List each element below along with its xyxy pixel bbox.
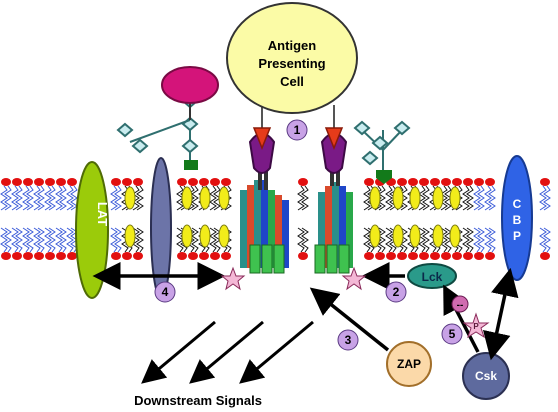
phosphate-star-left bbox=[220, 266, 246, 291]
step-1-badge: 1 bbox=[286, 119, 308, 141]
lat-label: LAT bbox=[95, 202, 110, 226]
phosphate-label: P bbox=[473, 322, 479, 331]
apc-label-line2: Presenting bbox=[258, 56, 325, 71]
downstream-arrow-2 bbox=[189, 320, 264, 384]
step-5-label: 5 bbox=[449, 327, 456, 341]
phosphate-star-csk bbox=[462, 312, 490, 339]
lat-molecule bbox=[75, 161, 109, 299]
lck-molecule bbox=[407, 263, 457, 289]
downstream-arrow-1 bbox=[141, 320, 216, 384]
cbp-letter-p: P bbox=[513, 229, 521, 243]
step-3-label: 3 bbox=[345, 333, 352, 347]
step-4-label: 4 bbox=[162, 285, 169, 299]
zap-label: ZAP bbox=[397, 357, 421, 371]
apc-label-line3: Cell bbox=[280, 74, 304, 89]
step-1-label: 1 bbox=[294, 123, 301, 137]
mhc-peptide-right bbox=[324, 127, 344, 151]
mhc-peptide-left bbox=[252, 127, 272, 151]
step-4-badge: 4 bbox=[154, 281, 176, 303]
cholesterol-molecules bbox=[124, 186, 461, 248]
step-2-badge: 2 bbox=[385, 281, 407, 303]
downstream-signals-label: Downstream Signals bbox=[134, 393, 262, 408]
arrow-cbp-csk bbox=[482, 267, 519, 361]
magenta-surface-protein bbox=[161, 66, 219, 104]
cbp-letter-b: B bbox=[513, 213, 522, 227]
arrow-zap-to-tcr bbox=[309, 287, 390, 352]
csk-label: Csk bbox=[475, 369, 497, 383]
lck-label: Lck bbox=[422, 270, 443, 284]
step-3-badge: 3 bbox=[337, 329, 359, 351]
antigen-presenting-cell bbox=[226, 2, 358, 114]
glycan-anchor-left bbox=[184, 160, 198, 170]
cbp-letter-c: C bbox=[513, 197, 522, 211]
step-5-badge: 5 bbox=[441, 323, 463, 345]
zap-molecule bbox=[386, 341, 432, 387]
step-2-label: 2 bbox=[393, 285, 400, 299]
downstream-arrow-3 bbox=[239, 320, 314, 384]
glycan-anchor-right bbox=[376, 170, 392, 184]
phosphate-star-right bbox=[341, 266, 367, 291]
glycan-tree-right bbox=[353, 120, 411, 170]
inhibition-sign bbox=[451, 295, 469, 313]
apc-label-line1: Antigen bbox=[268, 38, 316, 53]
inhibition-label: -- bbox=[457, 300, 464, 311]
